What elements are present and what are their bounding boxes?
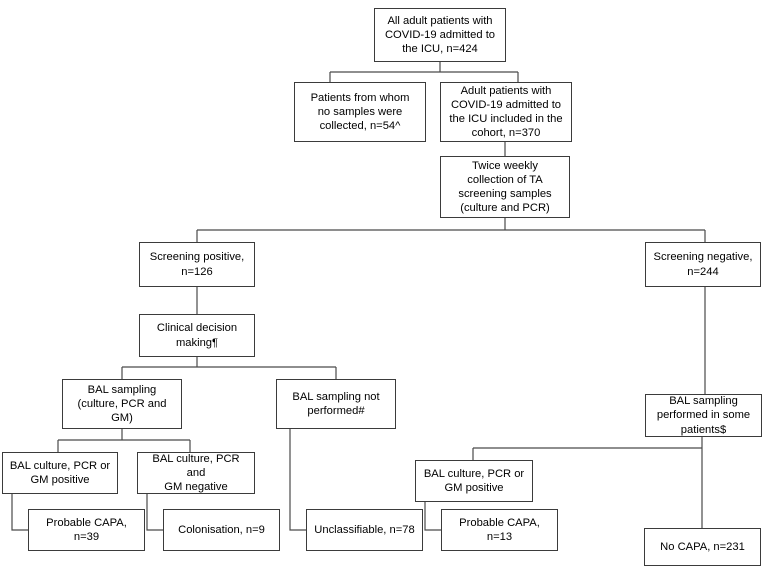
node-clinical-decision: Clinical decision making¶: [139, 314, 255, 357]
node-bal-sampling: BAL sampling (culture, PCR and GM): [62, 379, 182, 429]
node-colonisation-9: Colonisation, n=9: [163, 509, 280, 551]
node-bal-positive-left-label: BAL culture, PCR or GM positive: [9, 459, 111, 486]
node-probable-capa-13: Probable CAPA, n=13: [441, 509, 558, 551]
node-probable-capa-39: Probable CAPA, n=39: [28, 509, 145, 551]
node-bal-some-patients-label: BAL sampling performed in some patients$: [656, 395, 751, 436]
node-screening-positive: Screening positive, n=126: [139, 242, 255, 287]
node-bal-some-patients: BAL sampling performed in some patients$: [645, 394, 762, 437]
node-bal-positive-right-label: BAL culture, PCR or GM positive: [423, 467, 525, 494]
node-bal-sampling-label: BAL sampling (culture, PCR and GM): [77, 383, 167, 425]
node-bal-not-performed-label: BAL sampling not performed#: [292, 390, 380, 417]
node-all-admitted-label: All adult patients with COVID-19 admitte…: [384, 14, 496, 56]
wire-to-probable-capa-39: [11, 494, 28, 531]
node-colonisation-9-label: Colonisation, n=9: [178, 523, 265, 536]
node-screening-collection-label: Twice weekly collection of TA screening …: [458, 159, 552, 215]
node-screening-positive-label: Screening positive, n=126: [149, 251, 245, 278]
node-screening-negative-label: Screening negative, n=244: [653, 251, 753, 278]
node-bal-negative-left-label: BAL culture, PCR and GM negative: [152, 452, 240, 494]
node-bal-not-performed: BAL sampling not performed#: [276, 379, 396, 429]
node-unclassifiable-78-label: Unclassifiable, n=78: [314, 523, 415, 536]
node-probable-capa-39-label: Probable CAPA, n=39: [46, 516, 127, 543]
node-bal-positive-right: BAL culture, PCR or GM positive: [415, 460, 533, 502]
node-bal-negative-left: BAL culture, PCR and GM negative: [137, 452, 255, 494]
node-no-capa-231: No CAPA, n=231: [644, 528, 761, 566]
node-no-samples-label: Patients from whom no samples were colle…: [310, 91, 410, 133]
node-all-admitted: All adult patients with COVID-19 admitte…: [374, 8, 506, 62]
node-cohort: Adult patients with COVID-19 admitted to…: [440, 82, 572, 142]
node-probable-capa-13-label: Probable CAPA, n=13: [459, 516, 540, 543]
node-screening-collection: Twice weekly collection of TA screening …: [440, 156, 570, 218]
node-no-samples: Patients from whom no samples were colle…: [294, 82, 426, 142]
node-screening-negative: Screening negative, n=244: [645, 242, 761, 287]
node-bal-positive-left: BAL culture, PCR or GM positive: [2, 452, 118, 494]
wire-to-unclassifiable-78: [289, 429, 306, 531]
node-clinical-decision-label: Clinical decision making¶: [156, 322, 238, 349]
node-no-capa-231-label: No CAPA, n=231: [660, 540, 745, 553]
node-unclassifiable-78: Unclassifiable, n=78: [306, 509, 423, 551]
wire-to-colonisation-9: [146, 494, 163, 531]
wire-to-probable-capa-13: [424, 502, 441, 531]
node-cohort-label: Adult patients with COVID-19 admitted to…: [449, 84, 563, 140]
